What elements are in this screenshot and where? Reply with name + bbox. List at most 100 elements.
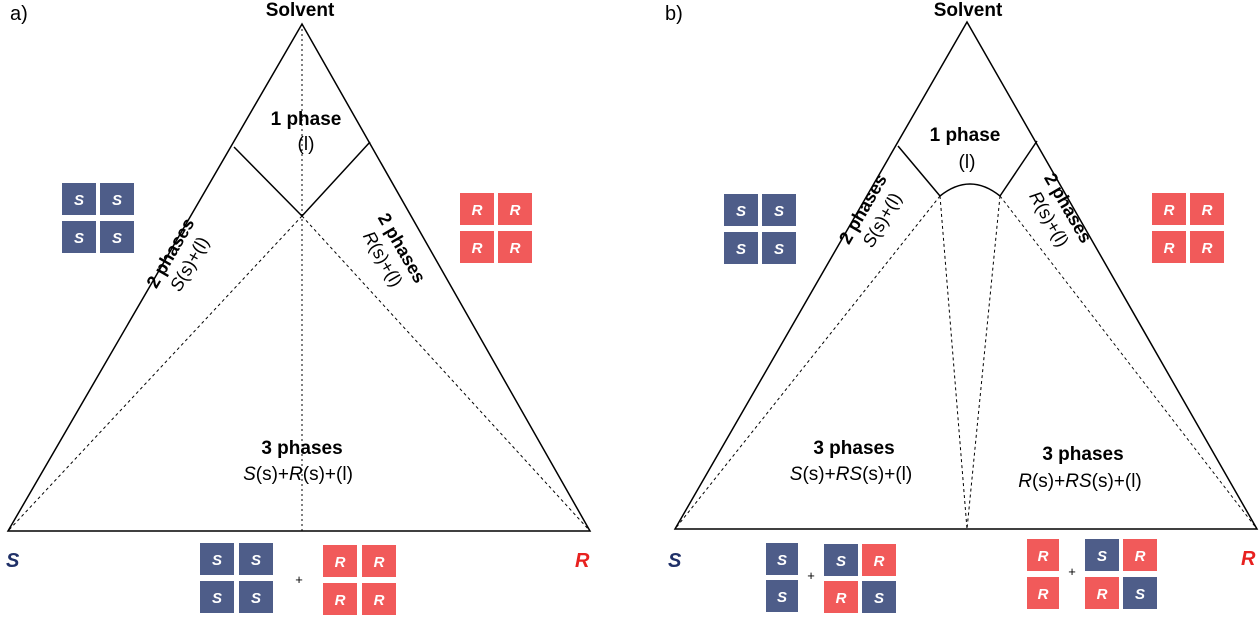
panel-b-tieline-rs-right — [966, 195, 1001, 530]
panel-b-three-phase-left-sub: S(s)+RS(s)+(l) — [790, 464, 912, 485]
r-tile-label: R — [472, 240, 483, 257]
s-tile — [200, 581, 234, 613]
s-tile — [62, 221, 96, 253]
panel-b-vertex-s: S — [668, 550, 682, 572]
s-tile-label: S — [774, 241, 784, 258]
r-tile — [498, 231, 532, 263]
s-tile-label: S — [1097, 548, 1107, 565]
r-tile — [362, 583, 396, 615]
r-tile — [323, 583, 357, 615]
panel-b-triangle — [673, 20, 1259, 530]
s-tile-label: S — [874, 590, 884, 607]
r-tile — [498, 193, 532, 225]
panel-b-three-phase-left-title: 3 phases — [813, 438, 894, 459]
r-tile — [824, 581, 858, 613]
panel-a-plus: + — [295, 572, 303, 587]
s-tile — [100, 183, 134, 215]
s-tile — [766, 580, 798, 612]
panel-b-r-plus-racemate: R R + S R R S — [1027, 539, 1157, 609]
r-tile-label: R — [1202, 240, 1213, 257]
panel-b: b) Solvent 1 phase (l) 2 phases S(s)+(l)… — [665, 0, 1259, 613]
panel-a: a) Solvent 1 phase (l) 2 phases S(s)+(l)… — [6, 0, 592, 615]
r-tile-label: R — [510, 240, 521, 257]
panel-b-vertex-r: R — [1241, 548, 1256, 570]
panel-a-one-phase-title: 1 phase — [271, 109, 342, 130]
s-tile — [62, 183, 96, 215]
panel-a-r-crystal-group: R R R R — [460, 193, 532, 263]
s-tile — [100, 221, 134, 253]
r-tile — [1190, 231, 1224, 263]
r-tile-label: R — [836, 590, 847, 607]
s-tile-label: S — [777, 589, 787, 606]
r-tile-label: R — [374, 554, 385, 571]
s-tile-label: S — [212, 552, 222, 569]
s-tile-label: S — [251, 552, 261, 569]
panel-a-two-phase-left: 2 phases S(s)+(l) — [142, 215, 213, 295]
r-tile — [1027, 577, 1059, 609]
s-tile — [766, 543, 798, 575]
panel-b-tieline-rs-left — [939, 195, 968, 530]
panel-b-plus-left: + — [807, 568, 815, 583]
r-tile — [1027, 539, 1059, 571]
s-tile-label: S — [774, 203, 784, 220]
s-tile-label: S — [836, 553, 846, 570]
panel-b-one-phase-title: 1 phase — [930, 125, 1001, 146]
panel-a-vertex-r: R — [575, 550, 590, 572]
s-tile-label: S — [1135, 586, 1145, 603]
s-tile-label: S — [251, 590, 261, 607]
panel-a-one-phase-sub: (l) — [298, 134, 315, 155]
s-tile — [1123, 577, 1157, 609]
s-tile — [862, 581, 896, 613]
s-tile — [824, 544, 858, 576]
s-tile — [200, 543, 234, 575]
s-tile — [724, 194, 758, 226]
panel-a-vertex-s: S — [6, 550, 20, 572]
s-tile-label: S — [74, 192, 84, 209]
panel-a-triangle — [6, 22, 592, 532]
r-tile-label: R — [335, 592, 346, 609]
panel-a-s-crystal-group: S S S S — [62, 183, 134, 253]
panel-a-conglomerate: S S S S + R R R R — [200, 543, 396, 615]
panel-b-s-crystal-group: S S S S — [724, 194, 796, 264]
panel-b-s-plus-racemate: S S + S R R S — [766, 543, 896, 613]
panel-b-solvent-label: Solvent — [934, 0, 1003, 21]
r-tile — [323, 545, 357, 577]
r-tile-label: R — [472, 202, 483, 219]
panel-b-boundary-left — [897, 145, 941, 197]
r-tile-label: R — [874, 553, 885, 570]
r-tile — [1123, 539, 1157, 571]
r-tile — [1152, 231, 1186, 263]
s-tile — [762, 194, 796, 226]
r-tile-label: R — [1135, 548, 1146, 565]
r-tile-label: R — [1202, 202, 1213, 219]
r-tile-label: R — [510, 202, 521, 219]
panel-b-one-phase-sub: (l) — [959, 152, 976, 173]
s-tile — [762, 232, 796, 264]
panel-a-solvent-label: Solvent — [266, 0, 335, 21]
s-tile — [239, 581, 273, 613]
panel-b-plus-right: + — [1068, 564, 1076, 579]
s-tile-label: S — [74, 230, 84, 247]
panel-b-rs-curve — [939, 183, 1001, 197]
panel-b-r-crystal-group: R R R R — [1152, 193, 1224, 263]
s-tile — [1085, 539, 1119, 571]
s-tile-label: S — [112, 192, 122, 209]
panel-b-two-phase-right: 2 phases R(s)+(l) — [1025, 170, 1096, 251]
panel-b-three-phase-right-sub: R(s)+RS(s)+(l) — [1018, 471, 1142, 492]
panel-a-three-phase-title: 3 phases — [261, 438, 342, 459]
s-tile-label: S — [736, 203, 746, 220]
panel-b-two-phase-left: 2 phases S(s)+(l) — [835, 171, 906, 251]
r-tile-label: R — [1038, 586, 1049, 603]
r-tile-label: R — [1038, 548, 1049, 565]
panel-b-boundary-right — [999, 140, 1038, 197]
r-tile — [460, 193, 494, 225]
s-tile-label: S — [777, 552, 787, 569]
panel-b-three-phase-right-title: 3 phases — [1042, 444, 1123, 465]
panel-a-tieline-right — [301, 215, 591, 532]
panel-a-two-phase-right: 2 phases R(s)+(l) — [359, 210, 430, 291]
r-tile-label: R — [1164, 240, 1175, 257]
r-tile — [1152, 193, 1186, 225]
panel-a-boundary-right — [301, 141, 371, 217]
panel-a-boundary-left — [233, 146, 303, 217]
